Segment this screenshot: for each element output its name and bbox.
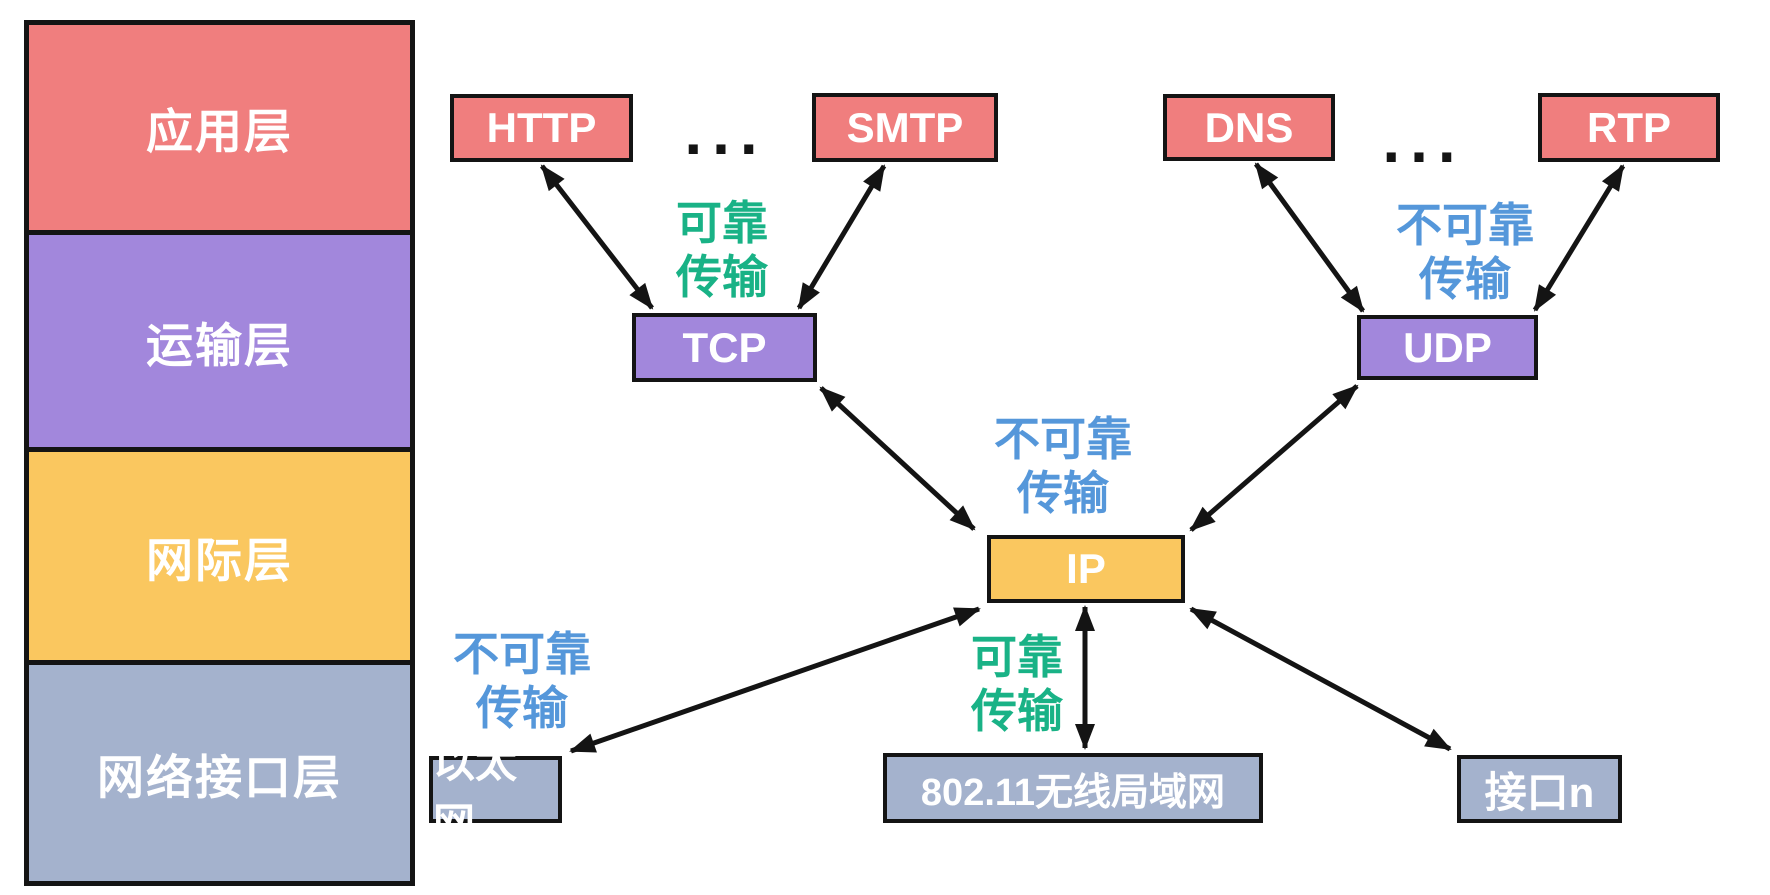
protocol-box-rtp: RTP	[1538, 93, 1720, 162]
layer-application: 应用层	[29, 25, 410, 230]
annotation-unreliable-udp: 不可靠 传输	[1396, 198, 1534, 306]
annotation-reliable-tcp: 可靠 传输	[676, 196, 768, 304]
http-label: HTTP	[486, 104, 597, 151]
protocol-box-ip: IP	[987, 535, 1185, 603]
annotation-line: 不可靠	[1396, 199, 1534, 251]
arrow-http-tcp	[540, 164, 654, 310]
annotation-line: 传输	[971, 685, 1063, 737]
annotation-line: 传输	[1017, 467, 1109, 519]
layer-internet: 网际层	[29, 447, 410, 660]
arrow-smtp-tcp	[796, 164, 887, 310]
protocol-box-tcp: TCP	[632, 313, 817, 382]
udp-label: UDP	[1403, 323, 1492, 371]
annotation-line: 传输	[476, 682, 568, 734]
protocol-box-dns: DNS	[1163, 94, 1335, 161]
protocol-box-udp: UDP	[1357, 315, 1538, 380]
annotation-line: 可靠	[971, 631, 1063, 683]
annotation-line: 可靠	[676, 197, 768, 249]
arrow-udp-ip	[1189, 384, 1359, 532]
annotation-line: 不可靠	[453, 628, 591, 680]
protocol-box-http: HTTP	[450, 94, 633, 162]
layer-network-interface-label: 网络接口层	[97, 750, 342, 804]
protocol-box-interface-n: 接口n	[1457, 755, 1622, 823]
ethernet-label: 以太网	[433, 738, 518, 847]
ellipsis-right: ...	[1382, 104, 1466, 176]
layer-network-interface: 网络接口层	[29, 660, 410, 881]
rtp-label: RTP	[1587, 103, 1671, 151]
annotation-unreliable-ip: 不可靠 传输	[994, 412, 1132, 520]
annotation-reliable-wlan: 可靠 传输	[971, 630, 1063, 738]
layer-application-label: 应用层	[146, 105, 293, 158]
interface-n-label: 接口n	[1484, 768, 1595, 816]
wlan-label: 802.11无线局域网	[920, 771, 1226, 814]
smtp-label: SMTP	[846, 103, 964, 151]
annotation-line: 传输	[1419, 253, 1511, 305]
protocol-box-ethernet: 以太网	[429, 739, 562, 847]
arrow-tcp-ip	[819, 386, 976, 531]
layer-internet-label: 网际层	[146, 533, 293, 587]
annotation-line: 传输	[676, 251, 768, 303]
ellipsis-left: ...	[684, 96, 768, 168]
protocol-box-smtp: SMTP	[812, 93, 998, 162]
layer-transport-label: 运输层	[146, 318, 293, 372]
arrow-dns-udp	[1253, 162, 1366, 313]
layer-transport: 运输层	[29, 230, 410, 447]
annotation-line: 不可靠	[994, 413, 1132, 465]
arrow-ip-ethernet	[569, 606, 981, 754]
annotation-unreliable-ethernet: 不可靠 传输	[453, 627, 591, 735]
ip-label: IP	[1066, 545, 1106, 592]
tcp-label: TCP	[682, 323, 767, 371]
dns-label: DNS	[1204, 103, 1294, 151]
arrow-ip-interface-n	[1189, 606, 1452, 752]
layer-stack: 应用层 运输层 网际层 网络接口层	[24, 20, 415, 886]
arrow-rtp-udp	[1532, 164, 1626, 312]
protocol-box-wlan: 802.11无线局域网	[883, 753, 1263, 823]
